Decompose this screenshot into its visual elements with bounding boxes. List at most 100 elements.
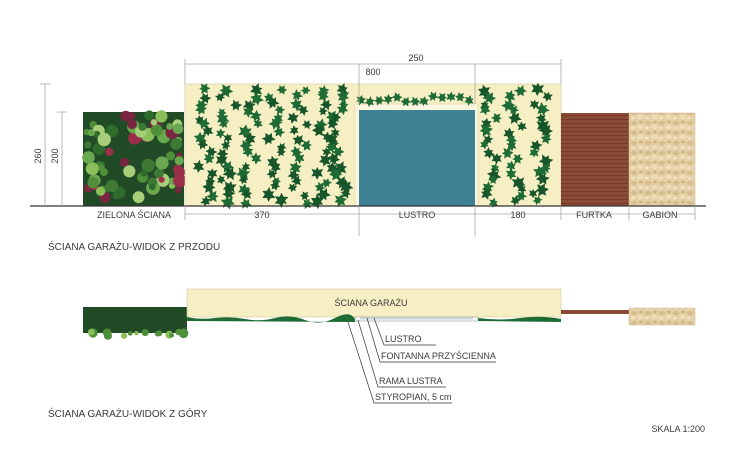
ivy-leaf xyxy=(535,113,547,125)
top-view-caption: ŚCIANA GARAŻU-WIDOK Z GÓRY xyxy=(48,407,208,420)
ivy-leaf xyxy=(216,174,226,185)
ivy-leaf xyxy=(482,134,494,146)
plant xyxy=(127,331,133,336)
ivy-leaf xyxy=(244,132,256,146)
ivy-leaf xyxy=(508,111,522,125)
plant xyxy=(166,151,175,161)
plant xyxy=(144,110,155,121)
ivy-leaf xyxy=(328,168,343,181)
ivy-leaf xyxy=(202,125,214,137)
ivy-leaf xyxy=(477,84,491,99)
plant xyxy=(87,177,99,189)
ivy-leaf xyxy=(491,153,502,165)
ivy-leaf xyxy=(316,188,331,202)
ivy-leaf xyxy=(488,175,498,184)
ivy-leaf xyxy=(203,152,215,165)
ivy-leaf xyxy=(200,195,211,207)
ivy-leaf xyxy=(311,123,326,137)
ivy-leaf xyxy=(222,180,237,195)
ivy-leaf xyxy=(276,147,286,157)
ivy-leaf xyxy=(300,86,311,96)
ivy-leaf xyxy=(383,94,394,105)
ivy-leaf xyxy=(289,161,302,175)
label-gabion: GABION xyxy=(642,210,677,220)
ivy-leaf xyxy=(291,175,302,186)
ivy-leaf xyxy=(326,132,338,146)
plant xyxy=(166,123,174,130)
ivy-leaf xyxy=(326,161,339,175)
ivy-leaf xyxy=(446,91,456,102)
ivy-leaf xyxy=(488,197,499,208)
ivy-leaf xyxy=(287,112,299,124)
green-wall xyxy=(82,110,187,206)
ivy-leaf xyxy=(529,139,543,153)
ivy-leaf xyxy=(373,95,385,106)
ivy-leaf xyxy=(538,154,554,168)
ivy-leaf xyxy=(364,96,375,107)
ivy-leaf xyxy=(510,195,521,207)
ivy-leaf xyxy=(215,128,226,139)
ivy-leaf xyxy=(338,178,354,194)
label-gate: FURTKA xyxy=(576,210,612,220)
ivy-leaf xyxy=(313,118,328,132)
ivy-leaf xyxy=(261,132,276,146)
ivy-leaf xyxy=(481,117,492,130)
ivy-leaf xyxy=(220,140,231,151)
ivy-leaf xyxy=(505,167,517,181)
ivy-leaf xyxy=(330,127,340,139)
ivy-leaf xyxy=(508,105,519,115)
callout-mirror-frame: RAMA LUSTRA xyxy=(379,376,443,386)
ivy-leaf xyxy=(540,132,552,145)
gabion xyxy=(628,112,696,207)
plant xyxy=(141,158,155,173)
ivy-leaf xyxy=(222,167,238,181)
top-green-spill xyxy=(88,328,189,340)
ivy-leaf xyxy=(263,92,275,103)
callout-leaders xyxy=(347,317,496,404)
ivy-leaf xyxy=(202,180,216,194)
ivy-leaf xyxy=(238,124,252,139)
ivy-leaf xyxy=(531,82,545,97)
plant xyxy=(127,119,137,130)
ivy-leaf xyxy=(503,127,515,139)
plant xyxy=(105,147,114,156)
plant xyxy=(175,328,182,336)
plant xyxy=(173,174,187,188)
ivy-leaf xyxy=(269,180,281,191)
dim-height-total: 260 xyxy=(33,148,43,163)
ivy-leaf xyxy=(274,192,289,208)
ivy-leaf xyxy=(219,84,234,98)
ivy-leaf xyxy=(199,83,211,94)
ivy-leaf xyxy=(400,96,412,107)
ivy-leaf xyxy=(222,187,236,201)
dim-height-wall: 200 xyxy=(50,148,60,163)
ivy-leaf xyxy=(517,121,527,132)
plant xyxy=(119,157,129,167)
ivy-leaf xyxy=(301,120,313,130)
ivy-leaf xyxy=(340,188,351,199)
ivy-leaf xyxy=(321,177,333,189)
plant xyxy=(112,191,121,200)
ivy-leaf xyxy=(479,103,491,116)
ivy-leaf xyxy=(331,146,345,158)
ivy-leaf xyxy=(271,176,282,186)
dim-mirror-width: 250 xyxy=(408,53,423,63)
callout-fountain: FONTANNA PRZYŚCIENNA xyxy=(381,350,496,361)
ivy-leaf xyxy=(220,160,235,173)
front-view: 260 200 250 800 ZIELONA ŚCIANA 370 LUSTR… xyxy=(30,53,706,253)
top-ivy-strip xyxy=(187,314,561,323)
ivy-leaf xyxy=(289,98,303,112)
width-dimensions-top xyxy=(184,59,562,104)
ivy-leaf xyxy=(214,92,225,102)
ivy-leaf xyxy=(193,131,207,146)
ivy-leaf xyxy=(287,183,298,193)
ivy-leaf xyxy=(542,91,553,102)
ivy-leaf xyxy=(217,108,227,117)
plant xyxy=(138,122,147,131)
ivy-leaf xyxy=(327,117,339,130)
ivy-leaf xyxy=(318,153,331,167)
plant xyxy=(82,151,95,164)
ivy-leaf xyxy=(197,139,209,150)
height-dimensions xyxy=(40,83,67,206)
top-gabion xyxy=(628,307,696,326)
